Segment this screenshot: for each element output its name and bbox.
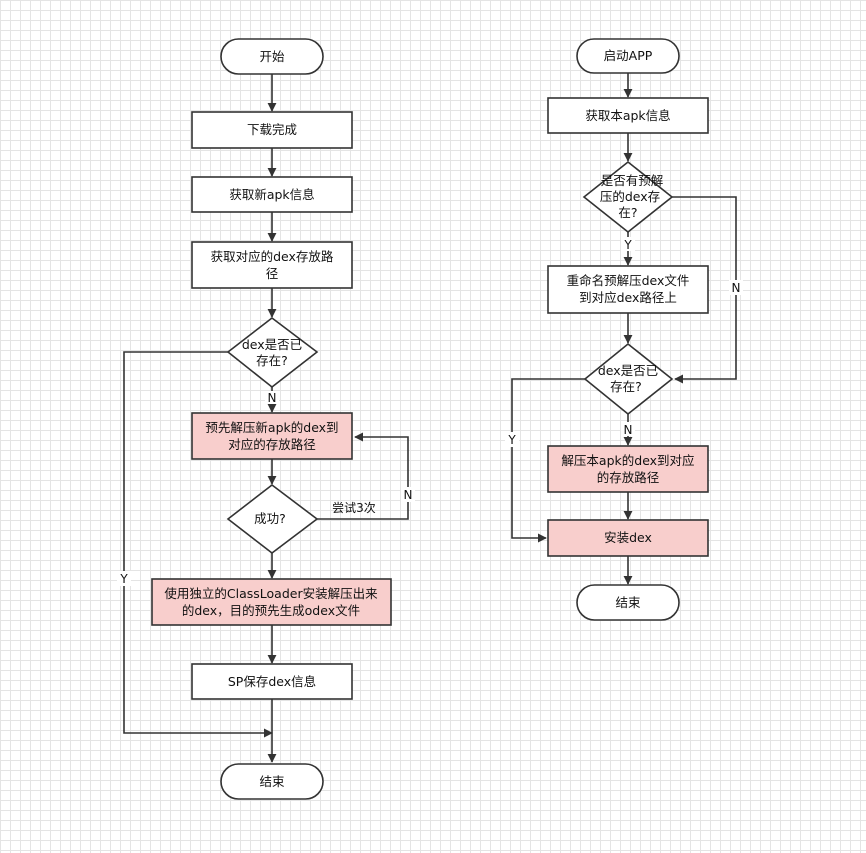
edge-exists-yes (123, 351, 273, 738)
edge-label-exists-right-y: Y (507, 433, 516, 447)
install-classloader-line-2: 的dex，目的预先生成odex文件 (182, 603, 360, 618)
y-label-bg (117, 571, 131, 586)
app-start-terminal (576, 38, 680, 74)
start-terminal (220, 38, 324, 75)
rename-line-1: 重命名预解压dex文件 (567, 273, 690, 288)
left-flowchart: 开始 下载完成 获取新apk信息 获取对应的dex存放路 径 dex是否已 存在… (117, 38, 415, 800)
edge-label-pre-y: Y (623, 238, 632, 252)
node-rename: 重命名预解压dex文件 到对应dex路径上 (547, 265, 709, 314)
download-done-box (191, 111, 353, 149)
node-end: 结束 (220, 763, 324, 800)
dex-exists-right-line-1: dex是否已 (598, 363, 658, 378)
node-start: 开始 (220, 38, 324, 75)
get-apk-info-label: 获取本apk信息 (585, 108, 670, 123)
node-sp-save: SP保存dex信息 (191, 663, 353, 700)
node-end-right: 结束 (576, 584, 680, 621)
end-right-terminal (576, 584, 680, 621)
node-get-apk-info: 获取本apk信息 (547, 97, 709, 134)
pre-extracted-diamond (582, 160, 674, 234)
node-dex-exists-decision-right: dex是否已 存在? (583, 342, 674, 416)
node-app-start: 启动APP (576, 38, 680, 74)
get-dex-path-line-2: 径 (266, 266, 279, 281)
rename-line-2: 到对应dex路径上 (579, 290, 677, 305)
edge-label-pre-n: N (732, 281, 741, 295)
edge-label-exists-y: Y (119, 572, 128, 586)
right-flowchart: 启动APP 获取本apk信息 是否有预解 压的dex存 在? 重命名预解压dex… (505, 38, 743, 621)
edge-label-success-n: N (404, 488, 413, 502)
dex-exists-right-line-2: 存在? (610, 379, 642, 394)
install-dex-box (547, 519, 709, 557)
node-pre-extract: 预先解压新apk的dex到 对应的存放路径 (191, 412, 353, 460)
node-pre-extracted-decision: 是否有预解 压的dex存 在? (582, 160, 674, 234)
start-label: 开始 (259, 49, 285, 64)
y-pre-label-bg (621, 237, 635, 251)
get-apk-info-box (547, 97, 709, 134)
n-pre-label-bg (729, 280, 743, 295)
node-extract: 解压本apk的dex到对应 的存放路径 (547, 445, 709, 493)
dex-exists-diamond (226, 316, 319, 389)
install-dex-label: 安装dex (604, 530, 652, 545)
get-new-apk-info-label: 获取新apk信息 (229, 187, 314, 202)
success-diamond (226, 483, 319, 555)
dex-exists-line-1: dex是否已 (242, 337, 302, 352)
n-label-bg (265, 391, 279, 404)
success-label: 成功? (254, 511, 286, 526)
edge-success-no-retry (317, 432, 409, 520)
pre-extract-line-2: 对应的存放路径 (228, 437, 316, 452)
n-exists-right-label-bg (621, 422, 635, 436)
pre-extracted-line-2: 压的dex存 (600, 189, 660, 204)
pre-extracted-line-3: 在? (618, 205, 637, 220)
sp-save-label: SP保存dex信息 (228, 674, 316, 689)
y-exists-right-label-bg (505, 432, 519, 447)
dex-exists-line-2: 存在? (256, 353, 288, 368)
node-get-dex-path: 获取对应的dex存放路 径 (191, 241, 353, 289)
app-start-label: 启动APP (604, 48, 653, 63)
edge-label-exists-right-n: N (624, 423, 633, 437)
extract-line-1: 解压本apk的dex到对应 (561, 453, 694, 468)
download-done-label: 下载完成 (247, 122, 297, 137)
edge-label-exists-n: N (268, 391, 277, 405)
n-success-label-bg (401, 487, 415, 502)
pre-extracted-line-1: 是否有预解 (601, 173, 664, 188)
install-classloader-line-1: 使用独立的ClassLoader安装解压出来 (164, 586, 378, 601)
node-download-done: 下载完成 (191, 111, 353, 149)
dex-exists-right-diamond (583, 342, 674, 416)
node-get-new-apk-info: 获取新apk信息 (191, 176, 353, 213)
get-dex-path-line-1: 获取对应的dex存放路 (211, 249, 334, 264)
edge-label-retry: 尝试3次 (332, 500, 376, 515)
node-dex-exists-decision: dex是否已 存在? (226, 316, 319, 389)
end-label: 结束 (259, 774, 285, 789)
node-install-dex: 安装dex (547, 519, 709, 557)
get-dex-path-box (191, 241, 353, 289)
rename-box (547, 265, 709, 314)
pre-extract-box (191, 412, 353, 460)
edge-exists-yes-right (511, 378, 585, 543)
sp-save-box (191, 663, 353, 700)
node-success-decision: 成功? (226, 483, 319, 555)
install-classloader-box (151, 578, 392, 626)
get-new-apk-info-box (191, 176, 353, 213)
pre-extract-line-1: 预先解压新apk的dex到 (205, 420, 338, 435)
end-terminal (220, 763, 324, 800)
node-install-classloader: 使用独立的ClassLoader安装解压出来 的dex，目的预先生成odex文件 (151, 578, 392, 626)
end-right-label: 结束 (615, 595, 641, 610)
extract-line-2: 的存放路径 (597, 470, 660, 485)
extract-box (547, 445, 709, 493)
